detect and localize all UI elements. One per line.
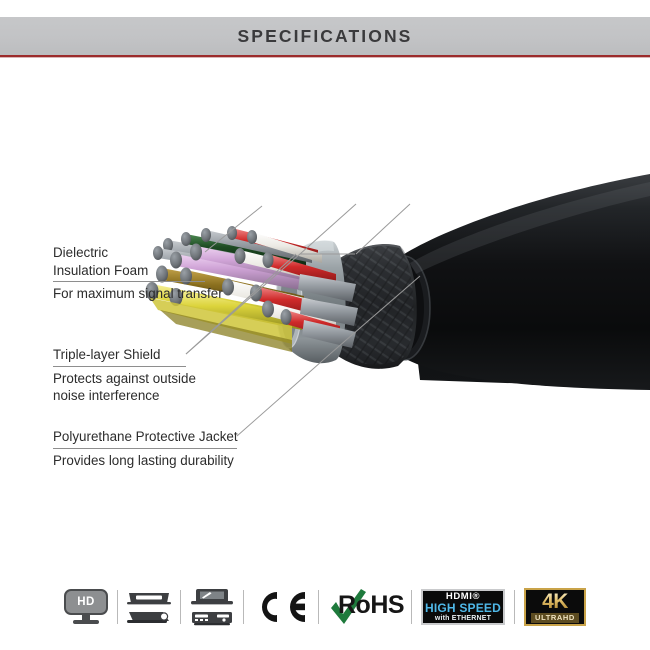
page-title: SPECIFICATIONS [237, 25, 413, 46]
outer-jacket-layer [377, 174, 650, 390]
callout-jacket-underline [53, 447, 237, 449]
hdmi-ethernet-label: with ETHERNET [434, 614, 492, 622]
callout-shield: Triple-layer Shield Protects against out… [53, 346, 196, 405]
leader-jacket-up [355, 203, 411, 255]
badge-devices-2 [181, 585, 243, 629]
callout-dielectric-title-line2: Insulation Foam [53, 262, 149, 278]
callout-jacket: Polyurethane Protective Jacket Provides … [53, 428, 238, 469]
set-top-box-icon [127, 593, 171, 605]
conductor-wire [298, 274, 356, 302]
conductor-wire [302, 320, 356, 348]
fourk-number: 4K [542, 590, 568, 613]
hd-label: HD [77, 596, 95, 608]
specifications-header-bar: SPECIFICATIONS [0, 17, 650, 55]
badge-divider [514, 590, 515, 624]
badge-divider [180, 590, 181, 624]
conductor-wire [247, 230, 322, 263]
callout-jacket-title: Polyurethane Protective Jacket [53, 429, 238, 444]
badge-divider [411, 590, 412, 624]
conductor-wire [169, 288, 302, 330]
callout-dielectric: Dielectric Insulation Foam For maximum s… [53, 244, 223, 303]
callout-leader-lines [185, 203, 421, 437]
ce-mark-icon [262, 592, 305, 622]
callout-shield-title: Triple-layer Shield [53, 347, 161, 362]
media-player-icon [127, 612, 169, 623]
hdmi-speed-label: HIGH SPEED [424, 600, 501, 615]
hdmi-high-speed-badge: HDMI® HIGH SPEED with ETHERNET [421, 589, 505, 625]
callout-dielectric-underline [53, 281, 205, 282]
conductor-wire [300, 298, 358, 326]
fourk-ultrahd-badge: 4K ULTRAHD [524, 588, 586, 626]
leader-jacket-2 [329, 275, 421, 355]
badge-rohs: RoHS [319, 585, 411, 629]
hd-monitor-icon: HD [64, 589, 108, 625]
rohs-label: RoHS [338, 591, 405, 619]
header-red-rule [0, 55, 650, 57]
cable-cutaway-svg [145, 174, 650, 437]
badge-divider [117, 590, 118, 624]
badge-hdmi: HDMI® HIGH SPEED with ETHERNET [412, 585, 514, 629]
hd-screen: HD [64, 589, 108, 615]
badge-4k: 4K ULTRAHD [515, 585, 595, 629]
badge-ce [244, 585, 318, 629]
leader-dielectric [204, 205, 263, 253]
hd-stand-base [73, 620, 99, 624]
badge-divider [318, 590, 319, 624]
callout-jacket-subtitle: Provides long lasting durability [53, 452, 234, 468]
badge-divider [243, 590, 244, 624]
header-red-rule-soft [0, 57, 650, 58]
av-receiver-icon [192, 612, 232, 626]
hd-stand-neck [82, 615, 90, 620]
callout-dielectric-title-line1: Dielectric [53, 245, 109, 260]
rohs-checkmark-icon [331, 589, 366, 624]
callout-dielectric-subtitle: For maximum signal transfer [53, 286, 223, 301]
leader-shield-up [299, 203, 357, 255]
leader-jacket [236, 353, 331, 437]
callout-shield-subtitle-line2: noise interference [53, 388, 160, 403]
rohs-badge: RoHS [328, 588, 405, 626]
callout-shield-subtitle-line1: Protects against outside [53, 370, 196, 386]
badge-hd: HD [55, 585, 117, 629]
callout-shield-underline [53, 365, 186, 367]
fourk-ultrahd-label: ULTRAHD [531, 613, 579, 623]
cable-illustration: Dielectric Insulation Foam For maximum s… [0, 58, 650, 570]
badge-devices-1 [118, 585, 180, 629]
certification-badge-strip: HD [0, 578, 650, 636]
laptop-icon [191, 589, 233, 605]
hdmi-wordmark: HDMI® [445, 590, 481, 602]
